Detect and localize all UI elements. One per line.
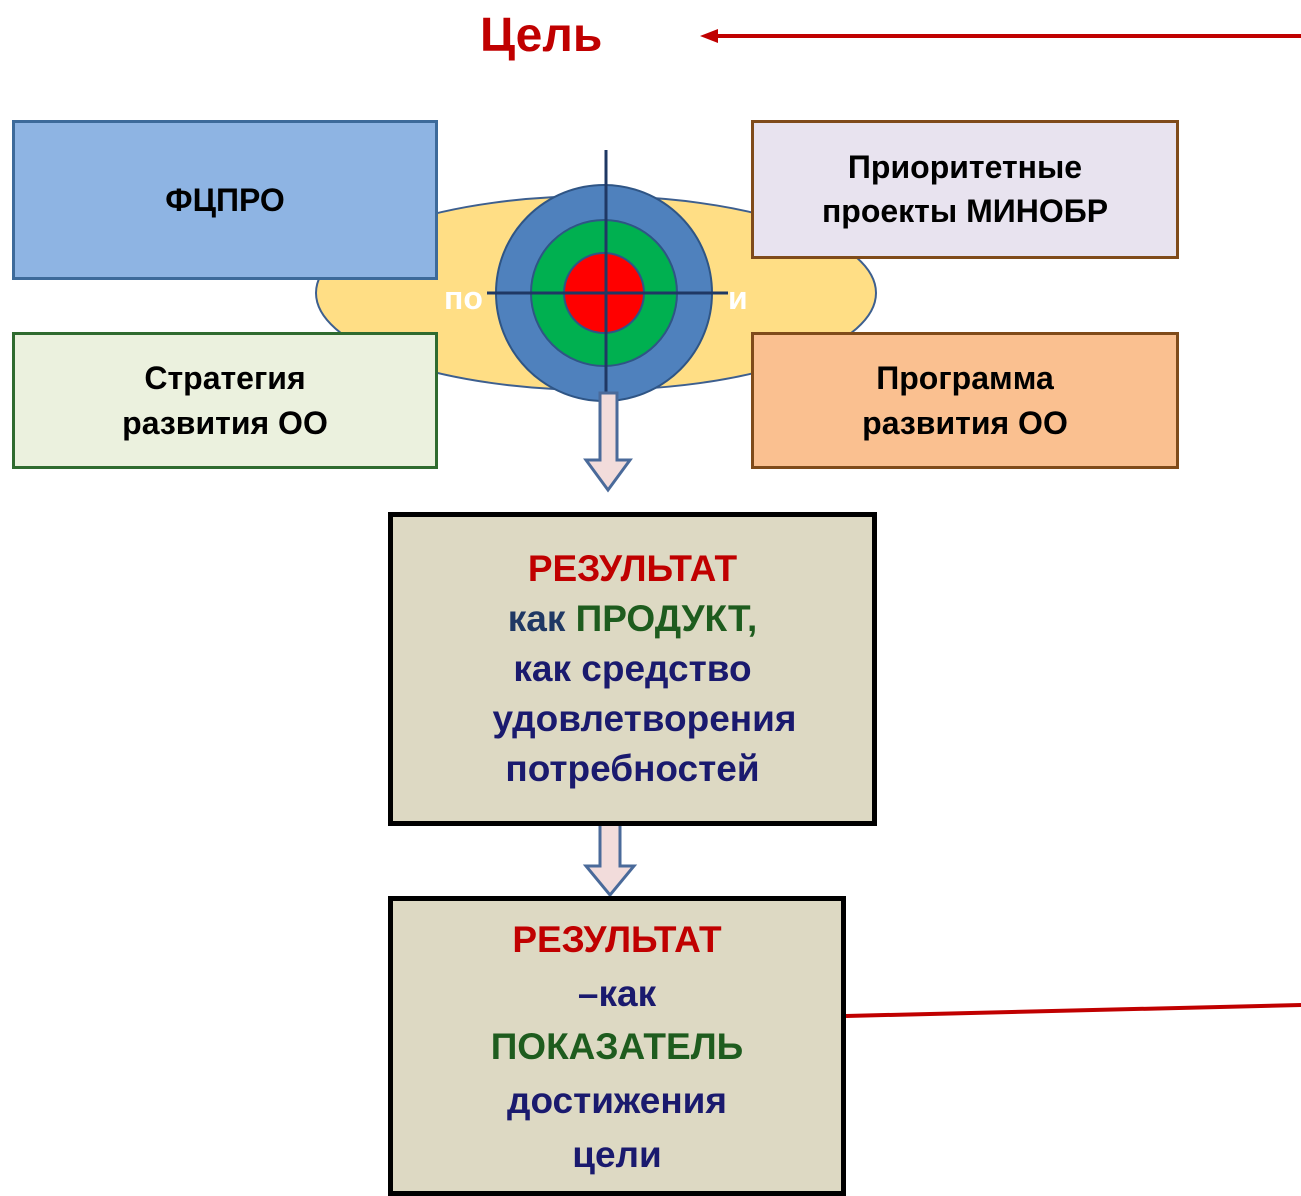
priority-label-line2: проекты МИНОБР bbox=[821, 192, 1109, 229]
strategy-label-line2: развития ОО bbox=[122, 404, 328, 441]
result2-line2: –как bbox=[577, 972, 657, 1014]
down-arrow-1 bbox=[583, 391, 633, 493]
priority-label-line1: Приоритетные bbox=[847, 149, 1083, 186]
program-label-line2: развития ОО bbox=[862, 404, 1068, 441]
result2-line3: ПОКАЗАТЕЛЬ bbox=[490, 1026, 744, 1068]
fcpro-label: ФЦПРО bbox=[165, 181, 285, 218]
goal-arrow-head bbox=[700, 29, 718, 43]
strategy-box: Стратегия развития ОО bbox=[12, 332, 438, 469]
result1-line4: удовлетворения bbox=[492, 697, 797, 739]
fcpro-box: ФЦПРО bbox=[12, 120, 438, 280]
program-label-line1: Программа bbox=[876, 359, 1054, 396]
result1-line1: РЕЗУЛЬТАТ bbox=[527, 548, 738, 590]
result2-line4: достижения bbox=[506, 1079, 728, 1121]
result-link-line bbox=[845, 1003, 1301, 1018]
result1-line5: потребностей bbox=[505, 747, 760, 789]
result-indicator-box: РЕЗУЛЬТАТ –как ПОКАЗАТЕЛЬ достижения цел… bbox=[388, 896, 846, 1196]
result1-line2: как ПРОДУКТ, bbox=[469, 594, 797, 644]
down-arrow-2 bbox=[582, 814, 638, 898]
result1-line2a: как bbox=[507, 598, 576, 640]
ellipse-label-left: по bbox=[444, 280, 483, 316]
result-product-box: РЕЗУЛЬТАТ как ПРОДУКТ, как средство удов… bbox=[388, 512, 877, 826]
goal-title: Цель bbox=[480, 9, 603, 62]
result2-line1: РЕЗУЛЬТАТ bbox=[512, 919, 722, 960]
strategy-label-line1: Стратегия bbox=[144, 359, 306, 396]
priority-projects-box: Приоритетные проекты МИНОБР bbox=[751, 120, 1179, 259]
result1-line3: как средство bbox=[513, 648, 752, 690]
ellipse-label-right: и bbox=[728, 280, 748, 316]
result1-line2b: ПРОДУКТ, bbox=[575, 598, 758, 640]
program-box: Программа развития ОО bbox=[751, 332, 1179, 469]
result2-line5: цели bbox=[572, 1133, 662, 1175]
